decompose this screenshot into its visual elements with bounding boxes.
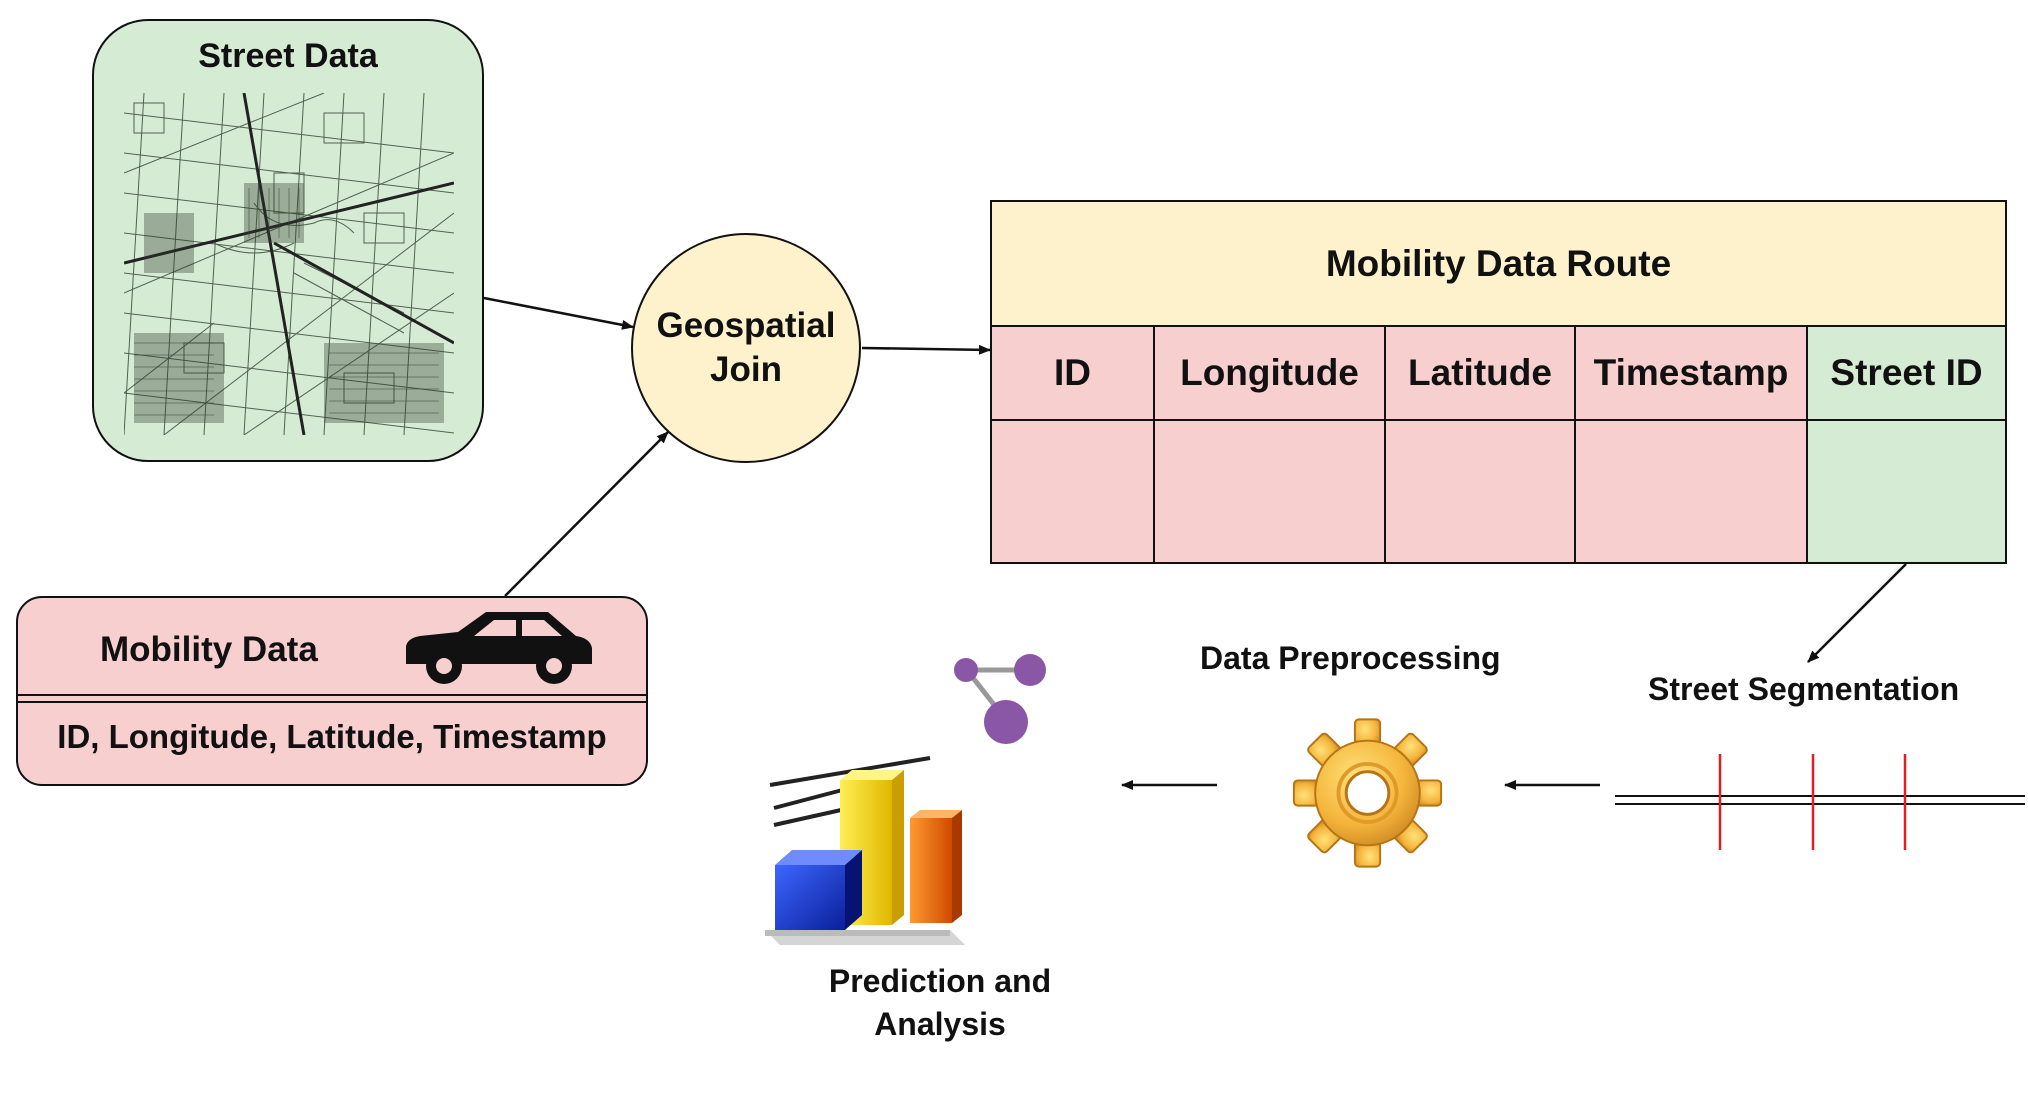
mobility-data-route-table: Mobility Data Route ID Longitude Latitud… — [990, 200, 2007, 564]
street-segmentation-label: Street Segmentation — [1648, 671, 1960, 707]
route-table-title: Mobility Data Route — [992, 202, 2005, 327]
mobility-divider-bottom — [18, 701, 646, 703]
car-icon — [406, 612, 592, 684]
column-header-longitude: Longitude — [1155, 327, 1386, 421]
street-data-box: Street Data — [92, 19, 484, 462]
mobility-data-fields: ID, Longitude, Latitude, Timestamp — [57, 718, 607, 755]
gear-icon — [1292, 718, 1443, 868]
table-cell-id — [992, 421, 1155, 562]
arrow-join-to-table — [861, 344, 991, 355]
street-map-image — [124, 93, 454, 435]
bar-chart-icon — [765, 756, 965, 945]
arrow-mobility-to-join — [504, 431, 669, 597]
geospatial-join-label: Geospatial Join — [656, 306, 836, 389]
mobility-data-title: Mobility Data — [100, 630, 318, 669]
column-header-street-id: Street ID — [1808, 327, 2005, 421]
arrow-table-to-segmentation — [1807, 563, 1907, 663]
column-header-latitude: Latitude — [1386, 327, 1576, 421]
geospatial-join-node: Geospatial Join — [631, 233, 861, 463]
table-cell-latitude — [1386, 421, 1576, 562]
column-header-timestamp: Timestamp — [1576, 327, 1808, 421]
graph-nodes-icon — [954, 654, 1046, 744]
table-cell-longitude — [1155, 421, 1386, 562]
street-data-title: Street Data — [198, 37, 378, 75]
column-header-id: ID — [992, 327, 1155, 421]
prediction-analysis-label: Prediction and Analysis — [828, 963, 1052, 1043]
table-cell-timestamp — [1576, 421, 1808, 562]
street-segment-drawing — [1615, 754, 2025, 850]
arrow-street-to-join — [483, 296, 634, 330]
mobility-divider-top — [18, 694, 646, 696]
table-cell-street-id — [1808, 421, 2005, 562]
mobility-data-box: Mobility Data ID, Longitude, Latitude, T… — [16, 596, 648, 786]
data-preprocessing-label: Data Preprocessing — [1200, 640, 1501, 676]
